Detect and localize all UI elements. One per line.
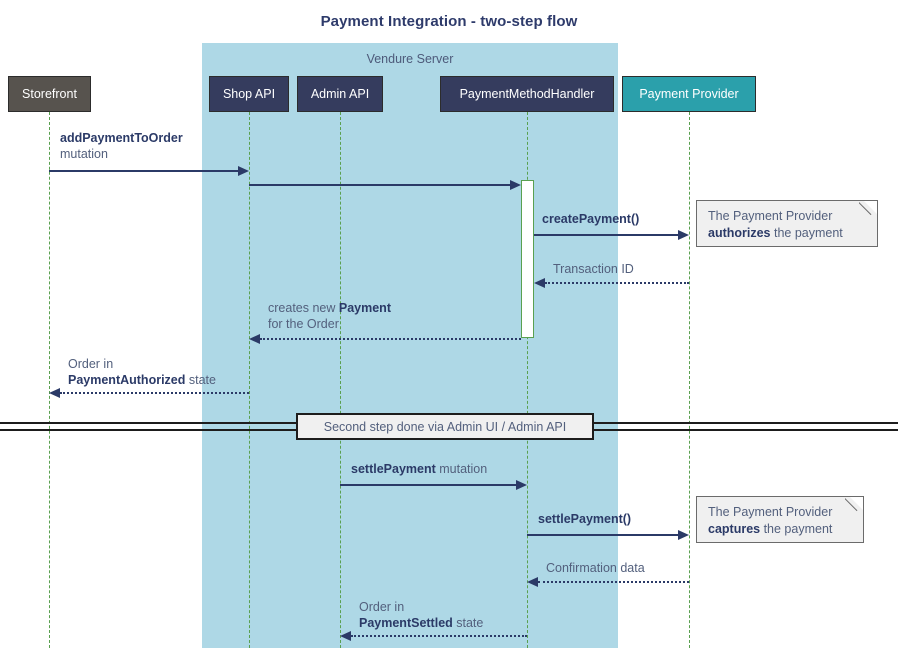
note-captures: The Payment Provider captures the paymen…: [696, 496, 864, 543]
group-box-vendure-server: [202, 43, 618, 648]
participant-storefront[interactable]: Storefront: [8, 76, 91, 112]
message-label-order-payment-settled: Order in PaymentSettled state: [359, 600, 484, 630]
message-arrow-order-payment-authorized: [60, 392, 249, 394]
activation-bar-payment-method-handler: [521, 180, 534, 338]
note-authorizes: The Payment Provider authorizes the paym…: [696, 200, 878, 247]
note-fold-edge-icon: [845, 497, 863, 515]
message-label-settle-payment-call: settlePayment(): [538, 512, 632, 526]
message-arrow-transaction-id: [545, 282, 689, 284]
arrow-head-settle-payment-mutation: [516, 480, 527, 490]
lifeline-admin-api: [340, 112, 341, 648]
message-label-text: Confirmation data: [546, 561, 645, 575]
arrow-head-confirmation-data: [527, 577, 538, 587]
arrow-head-settle-payment-call: [678, 530, 689, 540]
arrow-head-creates-new-payment: [249, 334, 260, 344]
divider-line-bottom-left: [0, 429, 298, 431]
message-label-line1: Order in: [68, 357, 114, 371]
arrow-head-transaction-id: [534, 278, 545, 288]
message-label-line1: Order in: [359, 600, 405, 614]
message-label-line2: state: [452, 616, 484, 630]
message-label-add-payment-to-order: addPaymentToOrder mutation: [60, 130, 183, 162]
arrow-head-add-payment-to-order: [238, 166, 249, 176]
lifeline-payment-provider: [689, 112, 690, 648]
message-label-line2: for the Order: [268, 317, 339, 331]
message-arrow-order-payment-settled: [351, 635, 527, 637]
message-arrow-settle-payment-mutation: [340, 484, 516, 486]
note-line2: the payment: [770, 226, 843, 240]
message-arrow-shop-api-to-handler: [249, 184, 511, 186]
message-arrow-confirmation-data: [538, 581, 689, 583]
message-label-text: mutation: [435, 462, 488, 476]
arrow-head-order-payment-authorized: [49, 388, 60, 398]
divider-line-bottom-right: [592, 429, 898, 431]
note-line2: the payment: [760, 522, 833, 536]
arrow-head-shop-api-to-handler: [510, 180, 521, 190]
divider-label-box: Second step done via Admin UI / Admin AP…: [296, 413, 594, 440]
note-line1: The Payment Provider: [708, 209, 833, 223]
message-label-order-payment-authorized: Order in PaymentAuthorized state: [68, 357, 216, 387]
message-label-text: Transaction ID: [553, 262, 634, 276]
message-label-line1: creates new: [268, 301, 339, 315]
message-label-creates-new-payment: creates new Payment for the Order: [268, 301, 391, 331]
message-label-line2: mutation: [60, 147, 108, 161]
message-arrow-settle-payment-call: [527, 534, 678, 536]
message-label-confirmation-data: Confirmation data: [546, 560, 645, 576]
divider-line-top-left: [0, 422, 298, 424]
message-arrow-creates-new-payment: [260, 338, 521, 340]
participant-shop-api[interactable]: Shop API: [209, 76, 289, 112]
participant-payment-method-handler[interactable]: PaymentMethodHandler: [440, 76, 614, 112]
message-arrow-create-payment: [534, 234, 678, 236]
message-arrow-add-payment-to-order: [49, 170, 239, 172]
message-label-line1: addPaymentToOrder: [60, 131, 183, 145]
note-fold-edge-icon: [859, 201, 877, 219]
message-label-create-payment: createPayment(): [542, 212, 640, 226]
page-title: Payment Integration - two-step flow: [320, 13, 578, 30]
message-label-transaction-id: Transaction ID: [553, 261, 634, 277]
message-label-settle-payment-mutation: settlePayment mutation: [351, 462, 488, 476]
note-line1: The Payment Provider: [708, 505, 833, 519]
lifeline-storefront: [49, 112, 50, 648]
arrow-head-order-payment-settled: [340, 631, 351, 641]
lifeline-payment-method-handler: [527, 112, 528, 648]
lifeline-shop-api: [249, 112, 250, 648]
participant-payment-provider[interactable]: Payment Provider: [622, 76, 756, 112]
arrow-head-create-payment: [678, 230, 689, 240]
participant-admin-api[interactable]: Admin API: [297, 76, 383, 112]
group-label-vendure-server: Vendure Server: [366, 52, 454, 66]
divider-line-top-right: [592, 422, 898, 424]
message-label-line2: state: [185, 373, 216, 387]
